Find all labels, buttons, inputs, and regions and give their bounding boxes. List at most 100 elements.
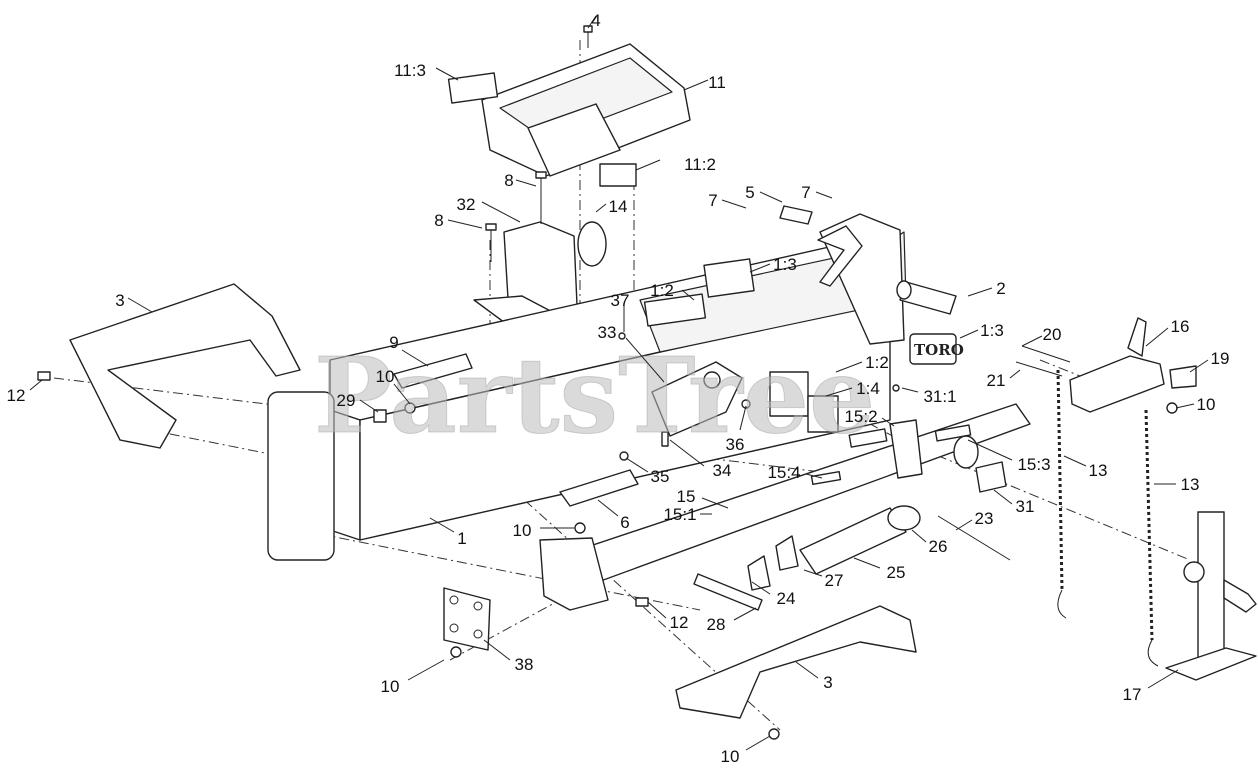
- callout-label: 12: [670, 613, 689, 632]
- callout-c-31-1: 31:1: [901, 387, 957, 406]
- decal-11-2: [599, 163, 637, 187]
- callout-label: 2: [996, 279, 1005, 298]
- callout-label: 8: [504, 171, 513, 190]
- callout-leader-line: [1063, 455, 1087, 467]
- decal-1-2-lower: [769, 371, 809, 417]
- partstree-watermark: PartsTree: [314, 334, 875, 457]
- callout-label: 23: [975, 509, 994, 528]
- callout-c-21: 21: [987, 369, 1021, 390]
- callout-label: 15: [677, 487, 696, 506]
- part-3-lower-foot: [675, 605, 917, 719]
- part-33-valve: [651, 361, 743, 437]
- callout-c-13a: 13: [1063, 455, 1107, 480]
- callout-leader-line: [483, 639, 511, 661]
- callout-leader-line: [1145, 327, 1169, 347]
- callout-label: 28: [707, 615, 726, 634]
- callout-c-11-2: 11:2: [635, 155, 716, 174]
- part-5-pin: [779, 205, 813, 225]
- callout-leader-line: [359, 399, 379, 413]
- callout-label: 6: [620, 513, 629, 532]
- callout-label: 7: [708, 191, 717, 210]
- callout-c-20: 20: [1021, 325, 1061, 347]
- callout-c-10d: 10: [381, 659, 445, 696]
- callout-leader-line: [647, 601, 667, 619]
- callout-label: 9: [389, 333, 398, 352]
- callout-leader-line: [967, 287, 993, 297]
- callout-c-1-3b: 1:3: [959, 321, 1004, 340]
- callout-c-15: 15: [677, 487, 729, 509]
- callout-label: 10: [721, 747, 740, 766]
- callout-c-28: 28: [707, 607, 757, 634]
- decal-15-3: [934, 424, 972, 442]
- part-28-pin: [693, 573, 763, 611]
- callout-label: 21: [987, 371, 1006, 390]
- fasteners: [37, 332, 1178, 740]
- decal-toro-logo: TORO: [909, 333, 964, 365]
- callout-label: 1:4: [856, 379, 880, 398]
- part-1-end-plate: [267, 391, 335, 561]
- callout-c-12a: 12: [7, 379, 43, 405]
- callout-leader-line: [881, 417, 895, 427]
- part-31-cap: [953, 435, 1007, 493]
- callout-c-15-4: 15:4: [767, 463, 823, 482]
- callout-c-36: 36: [726, 405, 747, 454]
- callout-leader-line: [795, 661, 819, 679]
- decal-15-2: [848, 428, 888, 448]
- callout-label: 31: [1016, 497, 1035, 516]
- callout-label: 26: [929, 537, 948, 556]
- part-25-cylinder: [799, 505, 921, 575]
- callout-label: 1:2: [650, 281, 674, 300]
- part-17-jack: [1165, 511, 1257, 681]
- callout-label: 27: [825, 571, 844, 590]
- callout-leader-line: [749, 263, 771, 273]
- callout-c-26: 26: [911, 529, 948, 556]
- callout-label: 13: [1181, 475, 1200, 494]
- callout-label: 10: [376, 367, 395, 386]
- decal-11-3: [447, 72, 499, 104]
- toro-logo-text: TORO: [914, 341, 964, 359]
- callout-label: 5: [745, 183, 754, 202]
- callout-leader-line: [853, 557, 881, 569]
- callout-label: 3: [115, 291, 124, 310]
- callout-c-5: 5: [745, 183, 783, 203]
- callout-c-32: 32: [457, 195, 521, 223]
- callout-c-16: 16: [1145, 317, 1189, 347]
- callout-c-10c: 10: [513, 521, 574, 540]
- part-8-bolts: [485, 171, 547, 262]
- callout-label: 10: [381, 677, 400, 696]
- callout-label: 38: [515, 655, 534, 674]
- callout-c-17: 17: [1123, 669, 1179, 704]
- callout-c-1-2a: 1:2: [650, 281, 695, 301]
- callout-leader-line: [745, 735, 771, 751]
- callout-c-2: 2: [967, 279, 1006, 298]
- part-4-bolt: [583, 25, 593, 48]
- callout-leader-line: [805, 473, 823, 479]
- callout-label: 4: [591, 11, 600, 30]
- callout-c-1-3a: 1:3: [749, 255, 797, 274]
- part-1-lever: [817, 225, 863, 287]
- decal-15-4: [810, 470, 842, 486]
- callout-label: 8: [434, 211, 443, 230]
- part-13-chains: [1056, 369, 1159, 667]
- part-3-upper-foot: [69, 283, 301, 449]
- callout-c-10a: 10: [376, 367, 411, 405]
- callout-label: 1:2: [865, 353, 889, 372]
- callout-c-13b: 13: [1154, 475, 1199, 494]
- callout-leader-line: [127, 297, 153, 313]
- callout-c-1-4: 1:4: [825, 379, 880, 398]
- callout-leader-line: [967, 439, 1013, 461]
- callout-leader-line: [733, 607, 757, 621]
- callout-label: 15:4: [767, 463, 800, 482]
- callout-label: 36: [726, 435, 745, 454]
- callout-c-15-3: 15:3: [967, 439, 1051, 474]
- part-16-hitch: [1069, 317, 1165, 413]
- callout-label: 14: [609, 197, 628, 216]
- callout-c-27: 27: [803, 569, 844, 590]
- callout-leader-line: [481, 201, 521, 223]
- callout-c-1: 1: [429, 517, 467, 548]
- callout-label: 15:1: [663, 505, 696, 524]
- callout-leader-line: [1147, 669, 1179, 689]
- callout-c-8b: 8: [434, 211, 483, 230]
- callout-leader-line: [595, 203, 607, 213]
